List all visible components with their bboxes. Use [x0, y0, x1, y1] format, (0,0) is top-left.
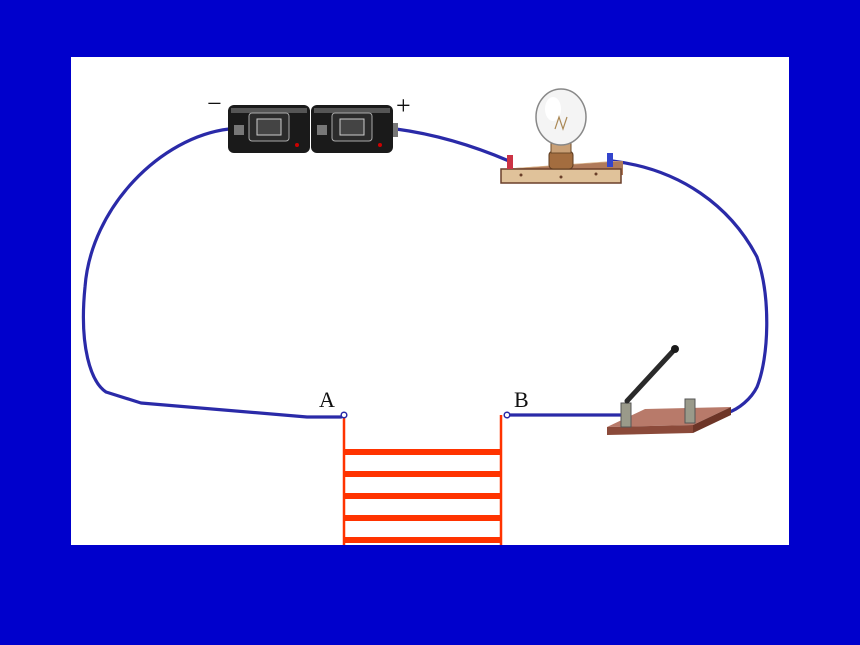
battery-positive-label: +	[396, 91, 411, 120]
terminal-a-label: A	[319, 387, 335, 412]
terminal-b-label: B	[514, 387, 529, 412]
battery-icon: − +	[207, 89, 411, 153]
terminal-a	[340, 411, 348, 419]
conductor-rung	[344, 493, 501, 499]
conductor-rung	[344, 515, 501, 521]
circuit-panel: − +	[71, 57, 789, 545]
conductor-ladder	[342, 415, 503, 545]
light-bulb-icon	[500, 88, 623, 184]
battery-cell-1	[228, 105, 310, 153]
battery-negative-label: −	[207, 89, 222, 118]
battery-cell-2	[311, 105, 398, 153]
switch-base-top	[607, 407, 731, 427]
switch-blade	[624, 346, 678, 404]
wire-top	[394, 127, 511, 163]
wires	[81, 127, 769, 419]
circuit-diagram: − +	[81, 88, 769, 545]
conductor-rung	[344, 537, 501, 543]
wire-right	[610, 159, 769, 415]
conductor-rung	[344, 449, 501, 455]
terminal-b	[503, 411, 511, 419]
knife-switch-icon	[607, 345, 731, 435]
conductor-rung	[344, 471, 501, 477]
wire-left	[81, 127, 343, 419]
